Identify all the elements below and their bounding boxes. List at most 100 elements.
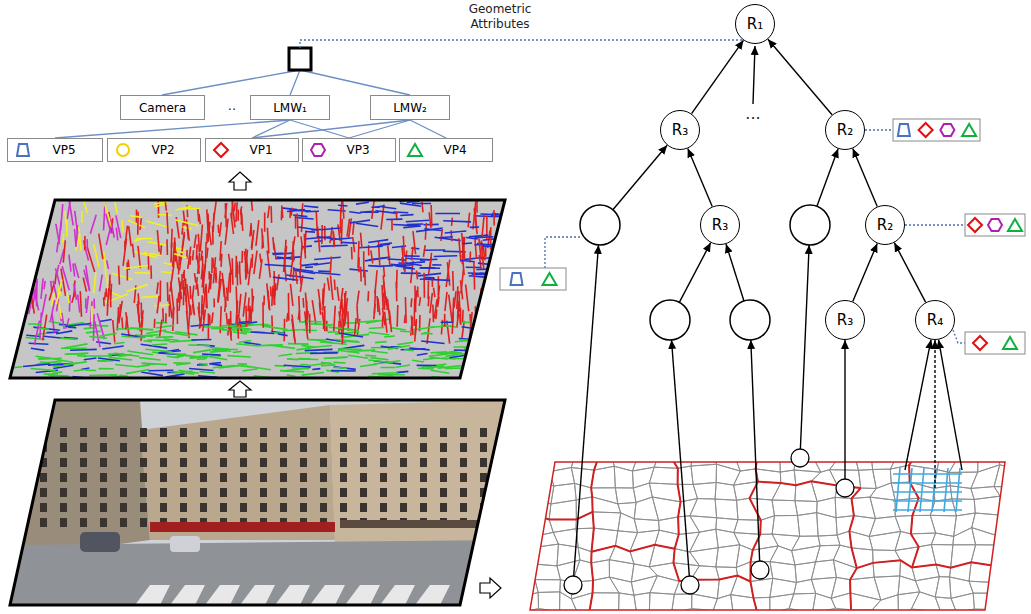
tree-arrow [934,340,935,488]
node-label: R₃ [712,216,728,234]
window [300,503,307,512]
ellipsis: ... [738,106,768,122]
line-segment [140,303,142,319]
superpixel [560,592,578,612]
superpixel [978,454,1000,473]
superpixel [634,497,658,520]
window [220,503,227,512]
line-segment [375,270,377,293]
line-segment [423,245,425,257]
tree-circle [580,205,620,245]
line-segment [462,310,464,322]
window [260,443,267,452]
window [340,488,347,497]
line-segment [434,299,437,318]
hatch [908,468,912,512]
hex-symbol [940,124,954,136]
line-segment [404,268,415,269]
line-segment [307,339,326,341]
line-segment [238,363,247,365]
window [360,503,367,512]
line-segment [63,240,65,262]
line-segment [281,208,297,210]
hatch [932,468,936,512]
window [80,458,87,467]
line-segment [93,299,95,309]
superpixel [511,467,541,485]
superpixel [996,515,1020,536]
line-segment [338,345,364,349]
region-node: R₂ [825,110,865,150]
line-segment [105,292,106,300]
line-segment [198,234,199,252]
line-segment [62,266,69,290]
line-segment [342,300,343,315]
line-segment [207,209,208,234]
line-segment [357,291,359,305]
line-segment [412,203,431,205]
window [280,488,287,497]
line-segment [277,274,279,290]
line-segment [430,205,432,227]
superpixel [998,582,1019,599]
line-segment [425,223,426,240]
window [180,458,187,467]
window [200,458,207,467]
window [120,428,127,437]
line-segment [183,280,185,305]
line-segment [473,262,475,289]
line-segment [148,242,167,246]
line-segment [109,275,111,287]
line-segment [139,358,161,360]
line-segment [476,268,494,270]
line-segment [152,343,167,346]
line-segment [284,246,287,272]
line-segment [312,368,320,371]
superpixel-frame [530,462,1005,610]
line-segment [356,202,369,204]
line-segment [84,358,97,360]
window [240,488,247,497]
line-segment [97,360,107,362]
line-segment [137,336,146,338]
line-segment [62,234,64,244]
line-segment [430,253,431,269]
superpixel [515,592,538,614]
line-segment [349,218,352,237]
line-segment [156,336,173,338]
attribute-box [500,268,566,290]
line-segment [358,321,379,323]
line-segment [171,229,173,248]
line-segment [53,281,57,299]
line-segment [201,304,203,327]
vp-symbol [212,141,230,159]
line-segment [380,374,394,376]
line-segment [78,295,80,313]
line-segment [190,356,212,358]
line-segment [305,231,315,233]
line-segment [339,333,363,337]
window [480,428,487,437]
node-label: R₂ [837,121,853,139]
window [260,473,267,482]
node-label: VP1 [230,143,292,157]
superpixel [716,545,740,568]
line-segment [304,234,305,259]
line-segment [394,264,413,266]
window [180,473,187,482]
line-segment [432,264,441,266]
line-segment [220,254,222,267]
line-segment [64,347,87,349]
line-segment [183,211,185,226]
window [100,488,107,497]
line-segment [160,245,163,255]
leaf-circle [564,576,582,594]
line-segment [463,242,472,244]
window [200,443,207,452]
line-segment [459,339,485,341]
hex-symbol [311,144,325,156]
line-segment [445,231,467,233]
window [460,488,467,497]
superpixel [678,516,699,535]
